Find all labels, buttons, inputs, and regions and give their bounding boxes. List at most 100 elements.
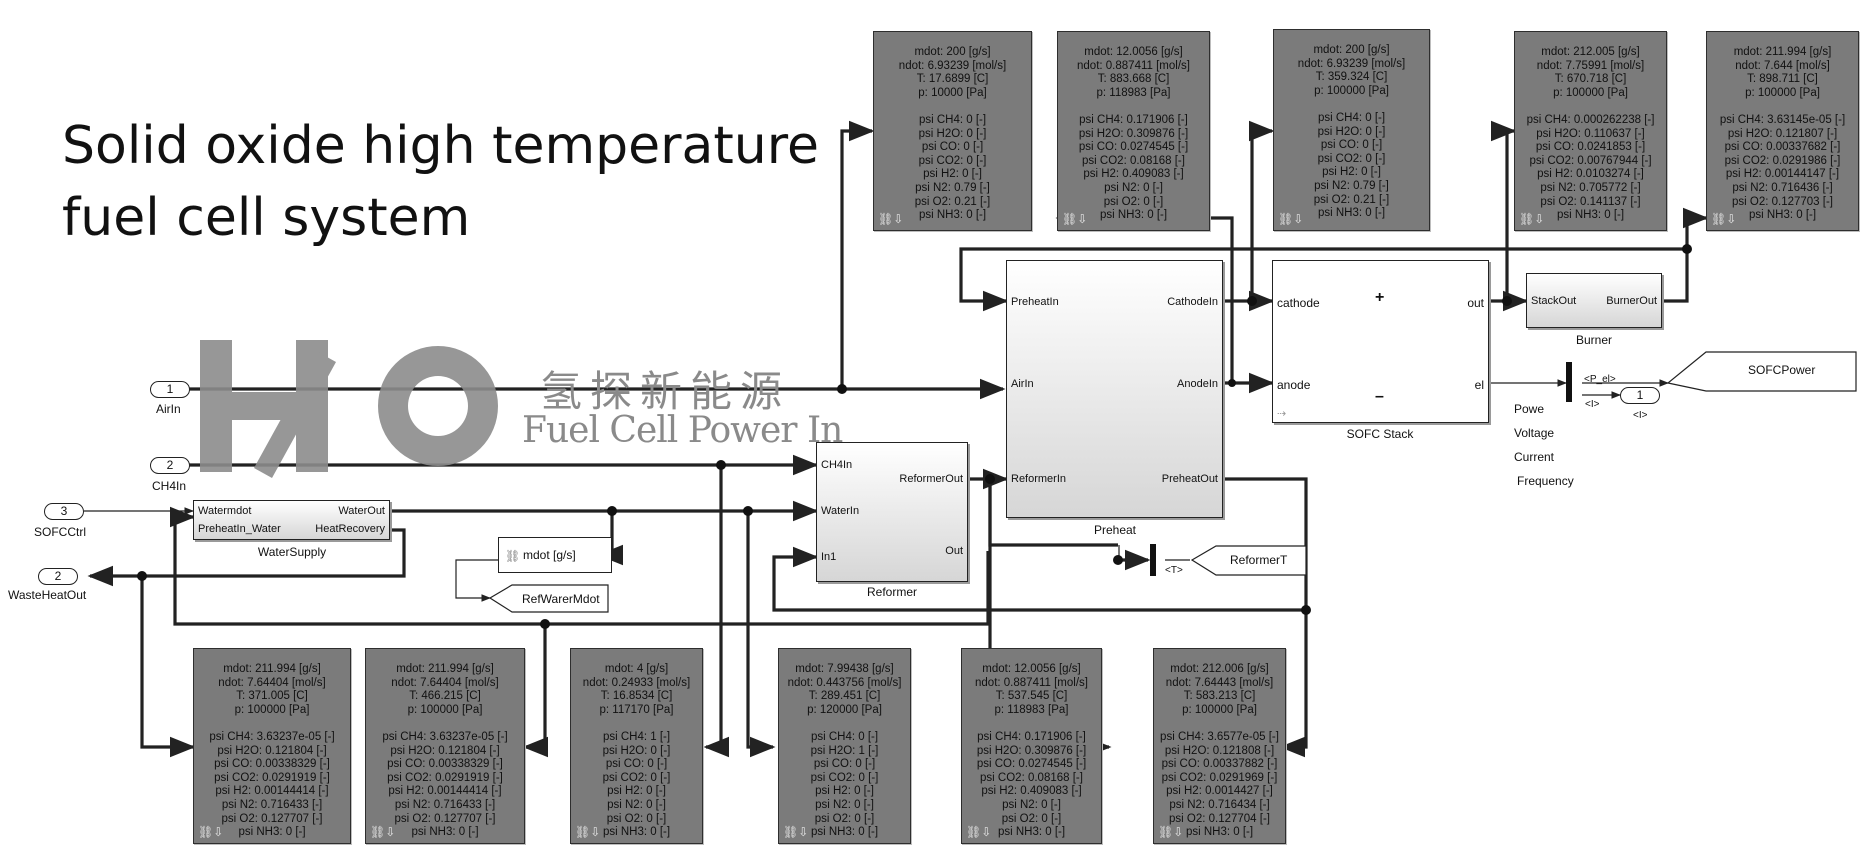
display-line: psi CO: 0.00338329 [-] — [387, 758, 503, 771]
port-out: Out — [945, 545, 963, 557]
burner-block[interactable]: StackOut BurnerOut — [1526, 273, 1662, 328]
reformer-block[interactable]: CH4In WaterIn In1 ReformerOut Out — [816, 442, 968, 582]
outport-i-label: <I> — [1633, 410, 1648, 421]
top-display-2[interactable]: mdot: 12.0056 [g/s]ndot: 0.887411 [mol/s… — [1057, 31, 1210, 231]
inport-ch4in[interactable]: 2 — [150, 457, 190, 474]
top-display-3[interactable]: mdot: 200 [g/s]ndot: 6.93239 [mol/s]T: 3… — [1273, 29, 1430, 231]
display-line: psi N2: 0 [-] — [607, 798, 666, 811]
port-waterin: WaterIn — [821, 505, 860, 517]
display-line: mdot: 211.994 [g/s] — [223, 663, 321, 675]
display-line — [874, 100, 1031, 114]
display-line: T: 670.718 [C] — [1554, 73, 1627, 86]
display-line: mdot: 200 [g/s] — [1313, 44, 1390, 56]
display-line: psi H2: 0 [-] — [1322, 166, 1381, 179]
display-line: psi N2: 0.79 [-] — [1314, 179, 1389, 192]
display-line: psi CO2: 0 [-] — [602, 771, 671, 784]
link-icon: ⛓⇩ — [878, 212, 904, 227]
port-waterout: WaterOut — [338, 505, 385, 517]
display-line: psi CO2: 0.08168 [-] — [1082, 154, 1185, 167]
display-line: psi H2O: 0.110637 [-] — [1536, 127, 1645, 140]
display-line — [962, 717, 1101, 731]
display-line: psi H2: 0.00144414 [-] — [388, 785, 502, 798]
display-line: psi CO2: 0 [-] — [810, 771, 879, 784]
bus-p-el: <P_el> — [1584, 374, 1616, 385]
watersupply-block[interactable]: Watermdot PreheatIn_Water WaterOut HeatR… — [193, 500, 390, 540]
mdot-display-block[interactable]: ⛓ mdot [g/s] — [498, 537, 612, 573]
display-line: T: 289.451 [C] — [808, 690, 881, 703]
display-line — [779, 717, 910, 731]
link-icon: ⇢ — [1277, 408, 1287, 420]
top-display-4[interactable]: mdot: 212.005 [g/s]ndot: 7.75991 [mol/s]… — [1514, 31, 1667, 231]
display-line: psi CO: 0.00337882 [-] — [1161, 758, 1278, 771]
link-icon: ⛓⇩ — [1158, 825, 1184, 840]
display-line: psi NH3: 0 [-] — [1556, 209, 1625, 222]
port-airin: AirIn — [1011, 378, 1034, 390]
display-line: psi H2O: 0.121804 [-] — [390, 744, 500, 757]
sofc-stack-block[interactable]: cathode anode out el + – ⇢ — [1272, 260, 1489, 423]
signal-current: Current — [1514, 450, 1555, 464]
display-line: psi NH3: 0 [-] — [1317, 207, 1386, 220]
bottom-display-1[interactable]: mdot: 211.994 [g/s]ndot: 7.64404 [mol/s]… — [193, 648, 351, 844]
display-line: T: 883.668 [C] — [1097, 73, 1170, 86]
display-line: p: 118983 [Pa] — [994, 703, 1069, 716]
link-icon: ⛓ — [505, 549, 521, 563]
goto-reformert[interactable]: ReformerT — [1230, 553, 1288, 567]
display-line — [571, 717, 702, 731]
mdot-display-label: mdot [g/s] — [523, 548, 576, 562]
inport-ch4in-label: CH4In — [152, 479, 187, 493]
title-line-2: fuel cell system — [62, 188, 471, 248]
watersupply-label: WaterSupply — [257, 545, 327, 559]
inport-sofcctrl[interactable]: 3 — [44, 503, 84, 520]
display-line: p: 100000 [Pa] — [1182, 703, 1257, 716]
display-line: psi O2: 0.127707 [-] — [394, 812, 496, 825]
goto-sofcpower[interactable]: SOFCPower — [1748, 363, 1816, 377]
bottom-display-5[interactable]: mdot: 12.0056 [g/s]ndot: 0.887411 [mol/s… — [961, 648, 1102, 844]
bottom-display-4[interactable]: mdot: 7.99438 [g/s]ndot: 0.443756 [mol/s… — [778, 648, 911, 844]
display-line: psi CH4: 3.63145e-05 [-] — [1719, 113, 1846, 126]
inport-sofcctrl-label: SOFCCtrl — [34, 525, 86, 539]
burner-label: Burner — [1575, 333, 1613, 347]
display-line: T: 359.324 [C] — [1315, 71, 1388, 84]
port-cathodein: CathodeIn — [1167, 296, 1218, 308]
display-line: psi O2: 0.127704 [-] — [1168, 812, 1270, 825]
display-line: ndot: 0.887411 [mol/s] — [1077, 59, 1190, 72]
port-in1: In1 — [821, 551, 837, 563]
bottom-display-6[interactable]: mdot: 212.006 [g/s]ndot: 7.64443 [mol/s]… — [1153, 648, 1286, 844]
port-anode: anode — [1277, 378, 1311, 392]
display-line: psi O2: 0 [-] — [814, 812, 875, 825]
preheat-block[interactable]: PreheatIn AirIn ReformerIn CathodeIn Ano… — [1006, 260, 1223, 518]
display-line: psi CH4: 0 [-] — [918, 113, 987, 126]
link-icon: ⛓⇩ — [370, 825, 396, 840]
link-icon: ⛓⇩ — [783, 825, 809, 840]
top-display-5[interactable]: mdot: 211.994 [g/s]ndot: 7.644 [mol/s]T:… — [1706, 31, 1859, 231]
bottom-display-2[interactable]: mdot: 211.994 [g/s]ndot: 7.64404 [mol/s]… — [365, 648, 525, 844]
watermark-cn: 氢探新能源 — [540, 367, 791, 416]
display-line: psi CO2: 0.0291969 [-] — [1161, 771, 1278, 784]
display-line: mdot: 12.0056 [g/s] — [982, 663, 1081, 675]
port-el: el — [1474, 378, 1484, 392]
stack-label: SOFC Stack — [1346, 427, 1414, 441]
display-line — [366, 717, 524, 731]
outport-i[interactable]: 1 — [1620, 387, 1660, 404]
display-line: psi O2: 0.21 [-] — [914, 195, 991, 208]
display-line: ndot: 6.93239 [mol/s] — [1297, 57, 1406, 70]
display-line: T: 466.215 [C] — [409, 690, 481, 703]
inport-airin[interactable]: 1 — [150, 381, 190, 398]
display-line: ndot: 7.64404 [mol/s] — [391, 676, 499, 689]
port-reformerin: ReformerIn — [1011, 473, 1067, 485]
port-preheatout: PreheatOut — [1161, 473, 1218, 485]
plus-terminal: + — [1375, 289, 1385, 306]
display-line: psi CO2: 0 [-] — [1317, 152, 1386, 165]
display-line: psi H2: 0.0014427 [-] — [1166, 785, 1273, 798]
link-icon: ⛓⇩ — [575, 825, 601, 840]
display-line: psi H2O: 0 [-] — [1317, 125, 1386, 138]
display-line: p: 100000 [Pa] — [1745, 86, 1820, 99]
display-line: psi N2: 0.705772 [-] — [1540, 181, 1641, 194]
goto-refwarermdot[interactable]: RefWarerMdot — [522, 592, 600, 606]
display-line: psi NH3: 0 [-] — [1099, 209, 1168, 222]
outport-wasteheatout[interactable]: 2 — [38, 568, 78, 585]
display-line — [1707, 100, 1858, 114]
top-display-1[interactable]: mdot: 200 [g/s]ndot: 6.93239 [mol/s]T: 1… — [873, 31, 1032, 231]
bottom-display-3[interactable]: mdot: 4 [g/s]ndot: 0.24933 [mol/s]T: 16.… — [570, 648, 703, 844]
display-line — [1154, 717, 1285, 731]
